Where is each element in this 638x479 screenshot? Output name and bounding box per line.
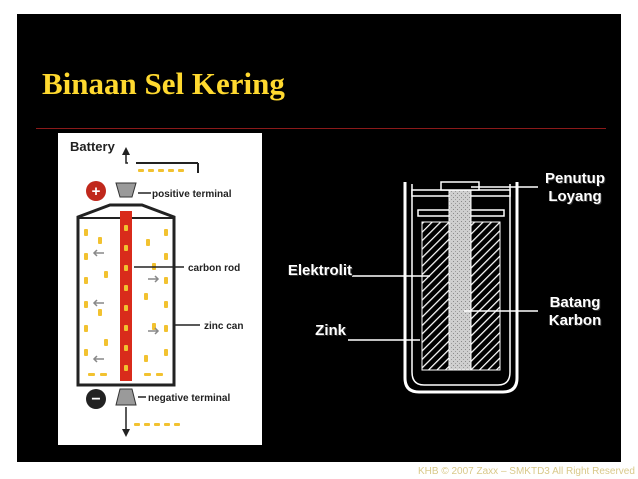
label-batang-karbon: Batang Karbon — [536, 294, 614, 330]
bottom-wire-dots — [134, 423, 180, 426]
electrolyte-dots — [84, 225, 168, 376]
battery-diagram: Battery + positive terminal — [70, 139, 243, 437]
label-cap-line2: Loyang — [548, 188, 602, 205]
current-arrow-bottom — [122, 429, 130, 437]
label-positive-terminal: positive terminal — [152, 189, 232, 200]
top-wire — [125, 155, 128, 164]
current-arrow-top — [122, 147, 130, 155]
battery-figure: Battery + positive terminal — [58, 133, 262, 445]
label-rod-line2: Karbon — [548, 312, 602, 329]
label-penutup-loyang: Penutup Loyang — [536, 170, 614, 206]
slide-title: Binaan Sel Kering — [42, 66, 285, 101]
positive-symbol-icon — [86, 181, 106, 201]
title-divider — [36, 128, 606, 129]
battery-heading: Battery — [70, 139, 116, 154]
top-wire-dots — [138, 169, 184, 172]
label-zinc-can: zinc can — [204, 321, 243, 332]
positive-symbol: + — [92, 183, 101, 200]
label-carbon-rod: carbon rod — [188, 263, 240, 274]
positive-terminal-cap — [115, 182, 137, 198]
carbon-rod — [120, 211, 132, 381]
label-cap-line1: Penutup — [545, 170, 605, 187]
label-elektrolit: Elektrolit — [287, 262, 352, 279]
negative-symbol: − — [91, 391, 100, 408]
label-zink: Zink — [315, 322, 346, 339]
negative-terminal-cap — [115, 388, 137, 406]
negative-symbol-icon — [86, 389, 106, 409]
internal-arrows — [92, 249, 160, 363]
label-negative-terminal: negative terminal — [148, 393, 230, 404]
label-rod-line1: Batang — [549, 294, 601, 311]
copyright-footer: KHB © 2007 Zaxx – SMKTD3 All Right Reser… — [418, 466, 635, 477]
